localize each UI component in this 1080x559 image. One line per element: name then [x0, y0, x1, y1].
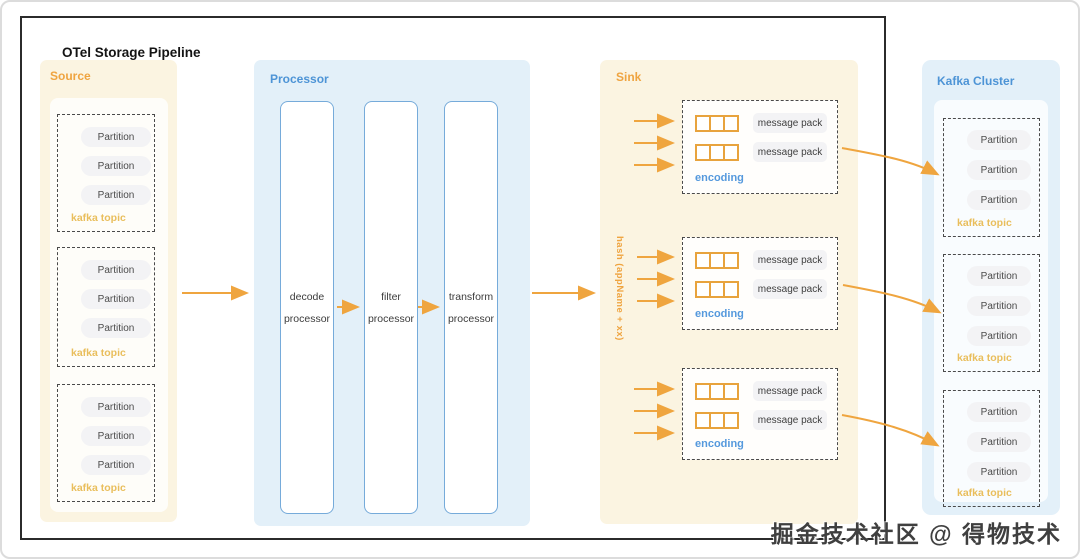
processor-panel-title: Processor: [270, 72, 329, 86]
kafka-cluster-panel: Kafka Cluster Partition Partition Partit…: [922, 60, 1060, 515]
partition-pill: Partition: [967, 432, 1031, 452]
message-pack-pill: message pack: [753, 142, 827, 162]
diagram-title: OTel Storage Pipeline: [62, 45, 201, 60]
message-pack-pill: message pack: [753, 381, 827, 401]
message-row: message pack: [695, 113, 827, 133]
pipeline-border-box: OTel Storage Pipeline: [20, 16, 886, 540]
partition-pill: Partition: [967, 326, 1031, 346]
partition-pill: Partition: [81, 156, 151, 176]
encoding-label: encoding: [695, 438, 744, 450]
message-pack-pill: message pack: [753, 250, 827, 270]
sink-encoding-group: message pack message pack encoding: [682, 100, 838, 194]
sink-encoding-group: message pack message pack encoding: [682, 368, 838, 460]
kafka-cluster-title: Kafka Cluster: [937, 74, 1015, 88]
message-pack-pill: message pack: [753, 113, 827, 133]
processor-panel: Processor decode processor filter proces…: [254, 60, 530, 526]
source-kafka-topic-box: Partition Partition Partition kafka topi…: [57, 384, 155, 502]
partition-pill: Partition: [967, 402, 1031, 422]
partition-pill: Partition: [81, 260, 151, 280]
queue-icon: [695, 114, 739, 132]
message-row: message pack: [695, 142, 827, 162]
queue-icon: [695, 280, 739, 298]
partition-pill: Partition: [967, 462, 1031, 482]
cluster-kafka-topic-box: Partition Partition Partition kafka topi…: [943, 118, 1040, 237]
partition-pill: Partition: [81, 426, 151, 446]
kafka-topic-label: kafka topic: [71, 347, 126, 359]
kafka-topic-label: kafka topic: [957, 217, 1012, 229]
partition-pill: Partition: [81, 185, 151, 205]
stage-label: decode processor: [283, 290, 331, 325]
partition-pill: Partition: [81, 455, 151, 475]
cluster-kafka-topic-box: Partition Partition Partition kafka topi…: [943, 254, 1040, 372]
queue-icon: [695, 382, 739, 400]
source-panel: Source Partition Partition Partition kaf…: [40, 60, 177, 522]
queue-icon: [695, 251, 739, 269]
message-pack-pill: message pack: [753, 279, 827, 299]
stage-label: filter processor: [367, 290, 415, 325]
transform-processor-box: transform processor: [444, 101, 498, 514]
sink-encoding-group: message pack message pack encoding: [682, 237, 838, 330]
message-row: message pack: [695, 410, 827, 430]
stage-label: transform processor: [447, 290, 495, 325]
kafka-topic-label: kafka topic: [957, 352, 1012, 364]
queue-icon: [695, 411, 739, 429]
partition-pill: Partition: [81, 318, 151, 338]
partition-pill: Partition: [967, 130, 1031, 150]
sink-panel: Sink hash (appName + xx) message pack me…: [600, 60, 858, 524]
message-pack-pill: message pack: [753, 410, 827, 430]
sink-panel-title: Sink: [616, 70, 642, 84]
partition-pill: Partition: [81, 289, 151, 309]
partition-pill: Partition: [81, 397, 151, 417]
message-row: message pack: [695, 250, 827, 270]
kafka-topic-label: kafka topic: [957, 487, 1012, 499]
partition-pill: Partition: [967, 160, 1031, 180]
partition-pill: Partition: [967, 190, 1031, 210]
watermark-text: 掘金技术社区 @ 得物技术: [770, 521, 1062, 547]
source-panel-title: Source: [50, 69, 91, 83]
message-row: message pack: [695, 279, 827, 299]
source-kafka-topic-box: Partition Partition Partition kafka topi…: [57, 247, 155, 367]
message-row: message pack: [695, 381, 827, 401]
partition-pill: Partition: [967, 296, 1031, 316]
cluster-kafka-topic-box: Partition Partition Partition kafka topi…: [943, 390, 1040, 507]
source-kafka-topic-box: Partition Partition Partition kafka topi…: [57, 114, 155, 232]
decode-processor-box: decode processor: [280, 101, 334, 514]
filter-processor-box: filter processor: [364, 101, 418, 514]
encoding-label: encoding: [695, 172, 744, 184]
encoding-label: encoding: [695, 308, 744, 320]
partition-pill: Partition: [81, 127, 151, 147]
kafka-topic-label: kafka topic: [71, 212, 126, 224]
queue-icon: [695, 143, 739, 161]
kafka-topic-label: kafka topic: [71, 482, 126, 494]
hash-function-label: hash (appName + xx): [614, 236, 625, 341]
partition-pill: Partition: [967, 266, 1031, 286]
